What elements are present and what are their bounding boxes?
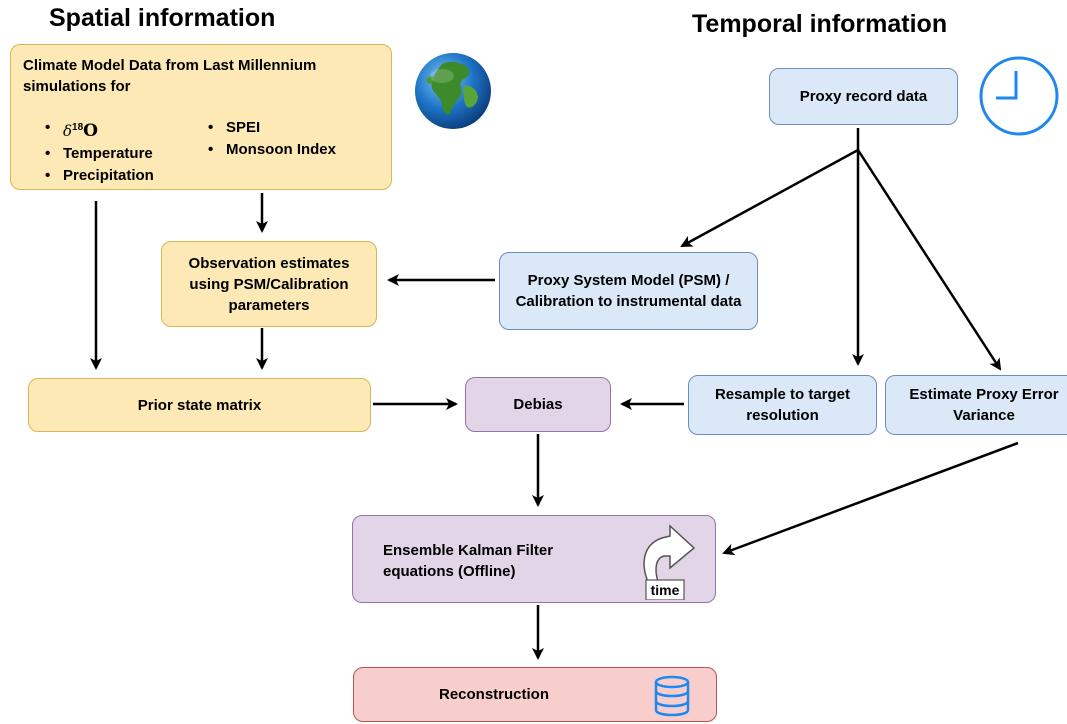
database-icon <box>654 675 690 717</box>
reconstruction-box[interactable]: Reconstruction <box>353 667 717 722</box>
resample-box[interactable]: Resample to target resolution <box>688 375 877 435</box>
psm-label: Proxy System Model (PSM) / Calibration t… <box>515 272 742 310</box>
temporal-heading: Temporal information <box>692 10 948 38</box>
enkf-box[interactable]: Ensemble Kalman Filter equations (Offlin… <box>352 515 716 603</box>
climate-model-title: Climate Model Data from Last Millennium … <box>23 57 317 95</box>
error-variance-clip: Estimate Proxy Error Variance <box>885 375 1067 435</box>
prior-state-matrix-box[interactable]: Prior state matrix <box>28 378 371 432</box>
error-variance-label: Estimate Proxy Error Variance <box>909 386 1059 424</box>
spatial-heading: Spatial information <box>49 4 276 32</box>
resample-label: Resample to target resolution <box>714 386 851 424</box>
arrow-proxy-to-psm <box>680 148 859 248</box>
debias-label: Debias <box>513 396 563 413</box>
precipitation-item: Precipitation <box>41 165 154 187</box>
observation-estimates-box[interactable]: Observation estimates using PSM/Calibrat… <box>161 241 377 327</box>
time-icon-label: time <box>651 582 680 598</box>
variable-list-1: δ18O Temperature Precipitation <box>41 117 154 187</box>
debias-box[interactable]: Debias <box>465 377 611 432</box>
variable-list-2: SPEI Monsoon Index <box>204 117 336 161</box>
proxy-record-data-label: Proxy record data <box>799 88 928 105</box>
reconstruction-label: Reconstruction <box>438 686 549 703</box>
prior-state-matrix-label: Prior state matrix <box>137 396 262 414</box>
clock-icon <box>979 56 1059 136</box>
observation-estimates-label: Observation estimates using PSM/Calibrat… <box>188 254 350 314</box>
isotope-item: δ18O <box>41 117 154 143</box>
time-arrow-icon: time <box>643 524 696 600</box>
error-variance-box[interactable]: Estimate Proxy Error Variance <box>885 375 1067 435</box>
monsoon-index-item: Monsoon Index <box>204 139 336 161</box>
psm-box[interactable]: Proxy System Model (PSM) / Calibration t… <box>499 252 758 330</box>
arrow-error-variance-to-enkf <box>722 441 1019 556</box>
proxy-record-data-box[interactable]: Proxy record data <box>769 68 958 125</box>
globe-icon <box>415 53 491 129</box>
arrow-proxy-to-error-variance <box>856 149 1002 371</box>
enkf-label: Ensemble Kalman Filter equations (Offlin… <box>383 542 554 580</box>
spei-item: SPEI <box>204 117 336 139</box>
climate-model-box[interactable]: Climate Model Data from Last Millennium … <box>10 44 392 190</box>
temperature-item: Temperature <box>41 143 154 165</box>
